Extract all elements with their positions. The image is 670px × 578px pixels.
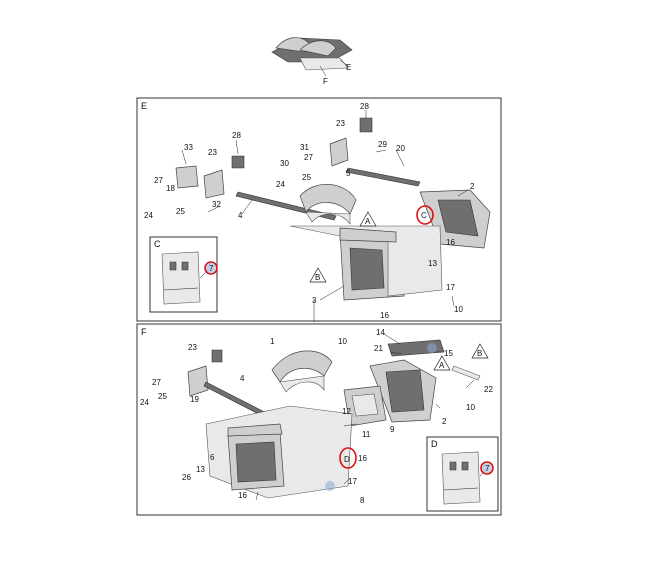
callout: 13: [196, 465, 205, 474]
triangle-ref-b: B: [471, 343, 489, 359]
callout: 16: [358, 454, 367, 463]
triangle-ref-a: A: [359, 211, 377, 227]
panel-e: E 28 23 33: [136, 97, 502, 322]
inset-c-badge-number: 7: [209, 264, 214, 273]
callout: 19: [190, 395, 199, 404]
inset-d-badge-number: 7: [485, 464, 490, 473]
callout: 24: [144, 211, 153, 220]
callout: 4: [238, 211, 243, 220]
overview-thumbnail: F E: [271, 37, 353, 86]
callout: 31: [300, 143, 309, 152]
callout: 25: [302, 173, 311, 182]
callout: 27: [154, 176, 163, 185]
svg-text:A: A: [439, 361, 445, 370]
highlight-circle-c: [416, 205, 434, 225]
callout: 17: [446, 283, 455, 292]
callout: 20: [396, 144, 405, 153]
callout: 15: [444, 349, 453, 358]
blue-marker: [427, 343, 437, 353]
overview-label-f: F: [323, 77, 328, 86]
callout: 27: [304, 153, 313, 162]
panel-f: F 14 23 1 10 21 15: [136, 323, 502, 516]
callout: 21: [374, 344, 383, 353]
callout: 18: [166, 184, 175, 193]
badge-d: D: [344, 455, 350, 464]
callout: 23: [336, 119, 345, 128]
triangle-ref-a: A: [433, 355, 451, 371]
callout: 30: [280, 159, 289, 168]
callout: 10: [454, 305, 463, 314]
callout: 23: [208, 148, 217, 157]
callout: 8: [360, 496, 365, 505]
callout: 14: [376, 328, 385, 337]
callout: 24: [276, 180, 285, 189]
callout: 23: [188, 343, 197, 352]
callout: 29: [378, 140, 387, 149]
callout: 1: [270, 337, 275, 346]
callout: 25: [158, 392, 167, 401]
callout: 24: [140, 398, 149, 407]
panel-f-letter: F: [141, 327, 147, 337]
callout: 27: [152, 378, 161, 387]
callout: 28: [360, 102, 369, 111]
callout: 17: [348, 477, 357, 486]
svg-text:B: B: [315, 273, 320, 282]
highlight-circle-d: [339, 447, 357, 469]
callout: 33: [184, 143, 193, 152]
callout: 16: [446, 238, 455, 247]
inset-c-badge: [204, 261, 218, 275]
callout: 32: [212, 200, 221, 209]
inset-d-letter: D: [431, 439, 438, 449]
callout: 25: [176, 207, 185, 216]
callout: 9: [390, 425, 395, 434]
inset-c: C 7: [149, 236, 218, 313]
inset-c-letter: C: [154, 239, 161, 249]
callout: 26: [182, 473, 191, 482]
callout: 2: [470, 182, 475, 191]
svg-text:B: B: [477, 349, 482, 358]
badge-c: C: [421, 211, 427, 220]
overview-label-e: E: [346, 63, 351, 72]
triangle-ref-b: B: [309, 267, 327, 283]
callout: 22: [484, 385, 493, 394]
callout: 13: [428, 259, 437, 268]
callout: 10: [338, 337, 347, 346]
blue-marker: [325, 481, 335, 491]
inset-d: D 7: [426, 436, 499, 512]
callout: 10: [466, 403, 475, 412]
svg-text:A: A: [365, 217, 371, 226]
callout: 12: [342, 407, 351, 416]
callout: 11: [362, 430, 371, 439]
inset-d-badge: [480, 461, 494, 475]
callout: 4: [240, 374, 245, 383]
callout: 5: [346, 169, 351, 178]
callout: 2: [442, 417, 447, 426]
callout: 6: [210, 453, 215, 462]
panel-e-letter: E: [141, 101, 147, 111]
callout: 28: [232, 131, 241, 140]
callout: 3: [312, 296, 317, 305]
callout: 16: [238, 491, 247, 500]
callout: 16: [380, 311, 389, 320]
